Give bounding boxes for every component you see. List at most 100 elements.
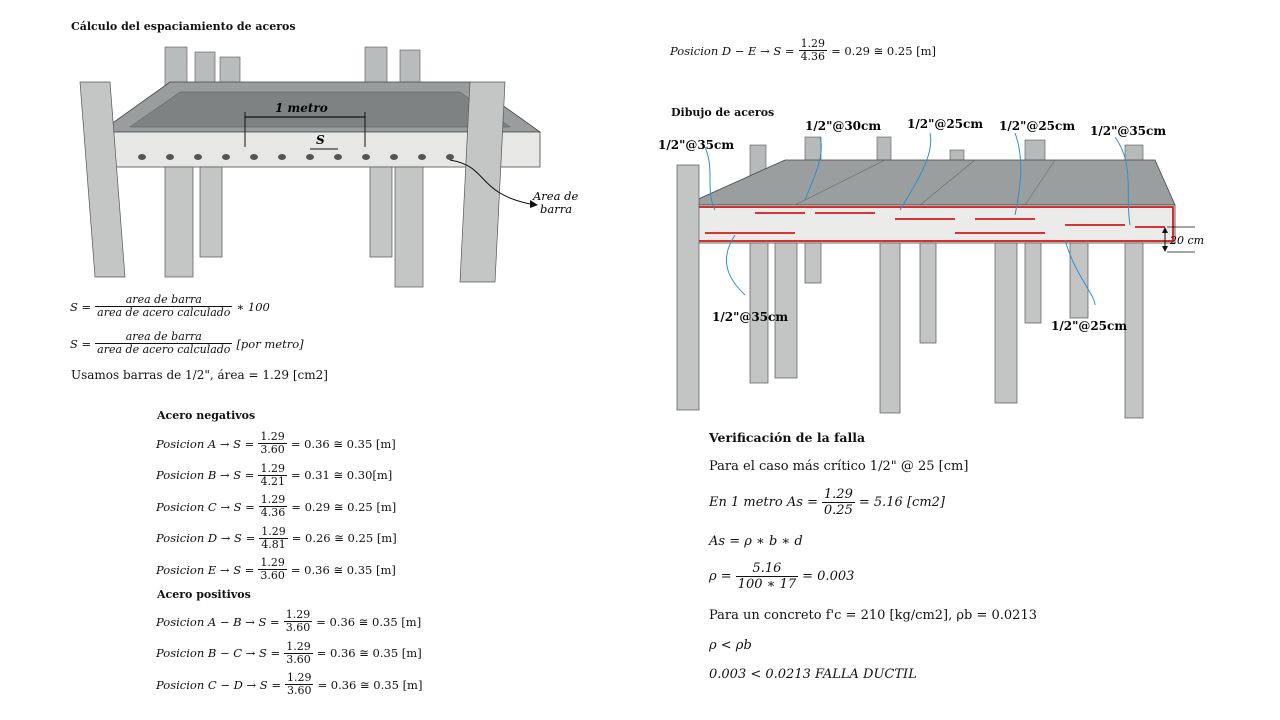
acero-negativos-title: Acero negativos — [157, 409, 256, 422]
fraction-num: 5.16 — [752, 561, 782, 576]
fraction-den: 100 ∗ 17 — [735, 576, 799, 592]
fraction-num: area de barra — [125, 293, 202, 306]
formula-spacing-1: S = area de barra area de acero calculad… — [70, 294, 270, 319]
fraction-den: 3.60 — [258, 569, 287, 583]
acero-positivos-title: Acero positivos — [157, 588, 251, 601]
label-barra-text: barra — [540, 202, 572, 216]
formula-post: = 0.36 ≅ 0.35 [m] — [290, 436, 396, 451]
formula-post: = 5.16 [cm2] — [858, 495, 945, 510]
fraction: area de barra area de acero calculado — [95, 293, 233, 319]
fraction-num: area de barra — [125, 330, 202, 343]
formula-pre: Posicion B − C → S = — [156, 646, 281, 661]
formula-spacing-2: S = area de barra area de acero calculad… — [70, 331, 304, 356]
fraction-den: 4.36 — [798, 50, 828, 63]
fraction-num: 1.29 — [260, 493, 286, 507]
formula-pre: Posicion C − D → S = — [156, 677, 281, 692]
fraction-den: 3.60 — [258, 443, 287, 457]
fraction-den: 0.25 — [821, 502, 855, 518]
usamos-barras-text: Usamos barras de 1/2", área = 1.29 [cm2] — [71, 368, 328, 382]
formula-pre: Posicion B → S = — [156, 468, 255, 483]
fraction-num: 1.29 — [286, 671, 312, 685]
fraction-num: 1.29 — [260, 461, 285, 475]
formula-as-metro: En 1 metro As = 1.29 0.25 = 5.16 [cm2] — [709, 487, 945, 518]
verificacion-title: Verificación de la falla — [709, 430, 866, 445]
label-l7: 1/2"@25cm — [1051, 319, 1127, 333]
dibujo-aceros-title: Dibujo de aceros — [671, 106, 775, 119]
formula-as-rho: As = ρ ∗ b ∗ d — [709, 534, 803, 549]
label-area-de: Area de — [532, 189, 578, 203]
label-1-metro: 1 metro — [275, 101, 328, 115]
formula-pre: Posicion D → S = — [156, 531, 256, 546]
formula-post: = 0.29 ≅ 0.25 [m] — [291, 499, 397, 514]
fraction-den: 4.21 — [258, 474, 287, 488]
formula-rhs: ∗ 100 — [236, 299, 270, 314]
formula-lhs: S = — [70, 336, 92, 351]
label-l6: 1/2"@35cm — [712, 310, 788, 324]
fraction-den: area de acero calculado — [95, 343, 233, 356]
formula-post: = 0.003 — [802, 569, 855, 584]
fraction: area de barra area de acero calculado — [95, 330, 233, 356]
formula-rhs: [por metro] — [236, 336, 304, 351]
label-l5: 1/2"@35cm — [1090, 124, 1166, 138]
fraction-den: 3.60 — [283, 621, 313, 635]
formula-pre: ρ = — [709, 569, 732, 584]
formula-rho: ρ = 5.16 100 ∗ 17 = 0.003 — [709, 561, 854, 592]
fraction-num: 1.29 — [260, 430, 285, 444]
steel-layout-figure: 20 cm 1/2"@35cm 1/2"@30cm 1/2"@25cm 1/2"… — [658, 117, 1204, 419]
fraction-num: 1.29 — [285, 608, 311, 622]
fraction: 1.29 4.36 — [798, 37, 828, 63]
label-l1: 1/2"@35cm — [658, 138, 734, 152]
dim-20cm: 20 cm — [1169, 234, 1204, 247]
fraction: 1.29 0.25 — [821, 487, 855, 518]
label-s: S — [316, 133, 325, 147]
formula-pre: Posicion E → S = — [156, 562, 255, 577]
formula-post: = 0.26 ≅ 0.25 [m] — [291, 531, 397, 546]
formula-pre: En 1 metro As = — [709, 495, 818, 510]
formula-pre: Posicion D − E → S = — [670, 43, 795, 58]
formula-posicion-d-e: Posicion D − E → S = 1.29 4.36 = 0.29 ≅ … — [670, 38, 936, 63]
fraction-num: 1.29 — [823, 487, 853, 502]
concreto-text: Para un concreto f'c = 210 [kg/cm2], ρb … — [709, 608, 1037, 623]
label-l2: 1/2"@30cm — [805, 119, 881, 133]
fraction: 5.16 100 ∗ 17 — [735, 561, 799, 592]
fraction-den: area de acero calculado — [95, 306, 233, 319]
formula-pre: Posicion A → S = — [156, 436, 255, 451]
formula-post: = 0.36 ≅ 0.35 [m] — [290, 562, 396, 577]
formula-post: = 0.36 ≅ 0.35 [m] — [316, 614, 422, 629]
fraction-den: 3.60 — [284, 652, 313, 666]
fraction-num: 1.29 — [800, 37, 826, 50]
label-l4: 1/2"@25cm — [999, 119, 1075, 133]
formula-pre: Posicion A − B → S = — [156, 614, 280, 629]
formula-post: = 0.29 ≅ 0.25 [m] — [831, 43, 937, 58]
slab-bar-spacing-figure: 1 metro S Area de barra — [79, 46, 578, 288]
fraction-num: 1.29 — [261, 524, 286, 538]
falla-ductil-result: 0.003 < 0.0213 FALLA DUCTIL — [709, 667, 917, 682]
formula-post: = 0.31 ≅ 0.30[m] — [290, 468, 393, 483]
label-l3: 1/2"@25cm — [907, 117, 983, 131]
fraction-den: 4.36 — [258, 506, 288, 520]
section-title-calculo: Cálculo del espaciamiento de aceros — [71, 20, 296, 33]
fraction-num: 1.29 — [286, 639, 311, 653]
fraction-den: 3.60 — [284, 684, 314, 698]
fraction-den: 4.81 — [259, 537, 288, 551]
caso-critico-text: Para el caso más crítico 1/2" @ 25 [cm] — [709, 459, 969, 474]
rho-comparison: ρ < ρb — [709, 638, 752, 653]
formula-post: = 0.36 ≅ 0.35 [m] — [317, 677, 423, 692]
fraction-num: 1.29 — [260, 556, 285, 570]
